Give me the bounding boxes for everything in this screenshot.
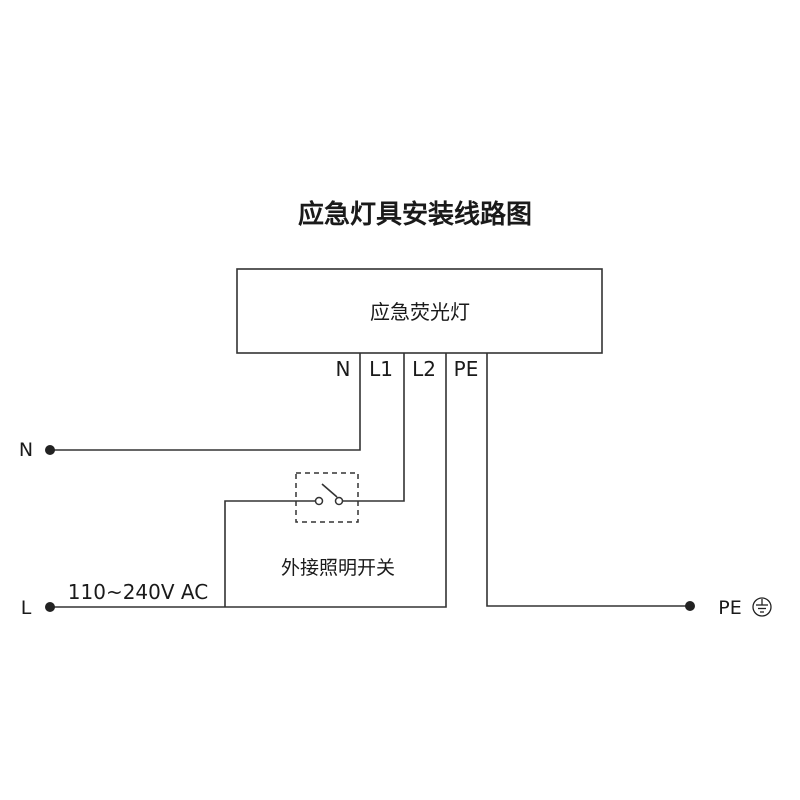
l-terminal-dot	[45, 602, 55, 612]
n-terminal-dot	[45, 445, 55, 455]
terminal-l1: L1	[369, 357, 393, 381]
pe-terminal-dot	[685, 601, 695, 611]
wire-pe	[486, 353, 690, 607]
switch-label: 外接照明开关	[281, 557, 395, 579]
terminal-n: N	[336, 357, 351, 381]
supply-pe-label: PE	[718, 597, 741, 619]
diagram-title: 应急灯具安装线路图	[298, 199, 532, 230]
fixture-box	[236, 268, 603, 354]
wire-n	[50, 353, 361, 451]
wire-l	[50, 353, 447, 608]
terminal-pe: PE	[454, 357, 479, 381]
ground-icon	[752, 597, 772, 617]
voltage-label: 110~240V AC	[68, 580, 208, 604]
wire-l1	[343, 353, 405, 502]
supply-l-label: L	[21, 597, 32, 619]
wire-switch-feed	[224, 500, 315, 607]
fixture-label: 应急荧光灯	[370, 300, 470, 324]
terminal-l2: L2	[412, 357, 436, 381]
switch-icon	[295, 472, 359, 523]
supply-n-label: N	[19, 439, 33, 461]
